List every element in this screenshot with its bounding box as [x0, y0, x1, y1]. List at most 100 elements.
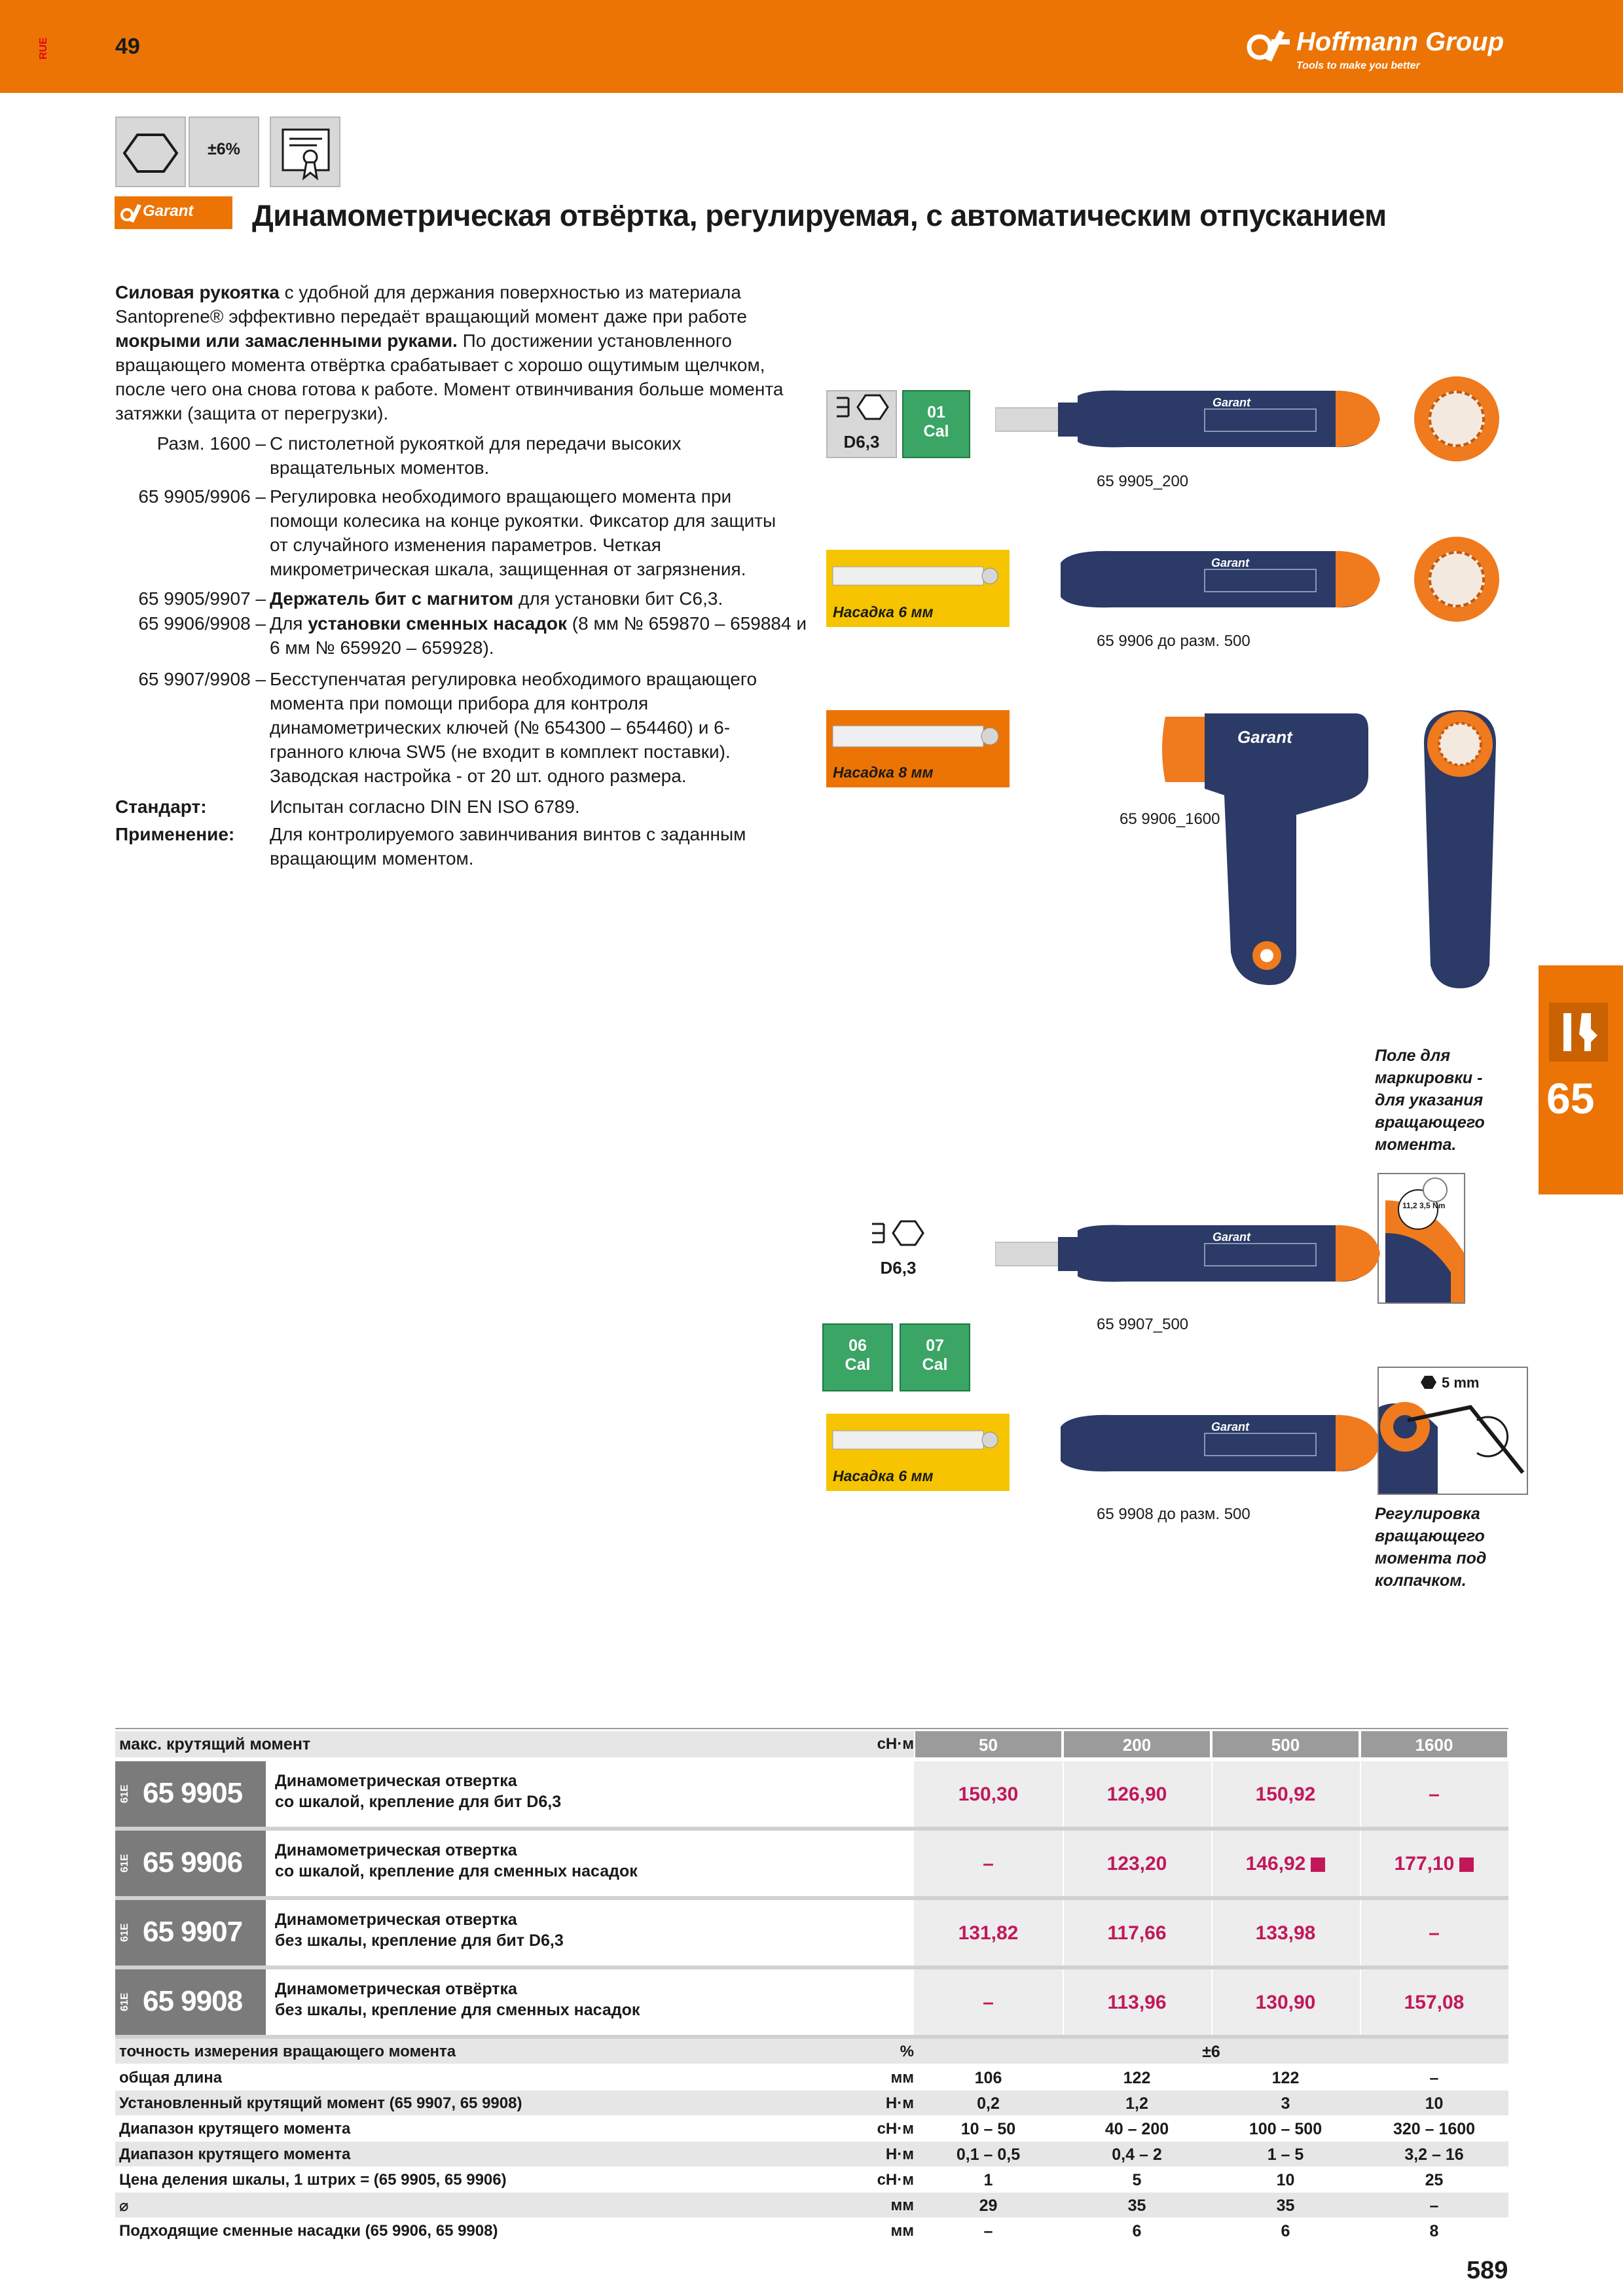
price-value: 133,98 [1255, 1922, 1316, 1944]
spec-value: 5 [1132, 2171, 1142, 2189]
calibration-txt: Cal [845, 1355, 871, 1374]
article-prefix: 61E [119, 1854, 130, 1873]
brand-slogan: Tools to make you better [1296, 60, 1420, 71]
article-desc-line2: со шкалой, крепление для бит D6,3 [275, 1793, 562, 1811]
spec-label: Подходящие сменные насадки (65 9906, 65 … [119, 2222, 498, 2240]
detail-rest: для установки бит С6,3. [513, 588, 723, 609]
hex-size-label: 5 mm [1442, 1374, 1479, 1391]
price-value: 150,92 [1255, 1784, 1316, 1805]
screwdriver-65-9906-1600-image: Garant [1162, 713, 1368, 985]
marking-field-icon: 11,2 3,5 Nm [1385, 1177, 1464, 1302]
figure-caption-1: 65 9905_200 [1097, 473, 1189, 490]
intro-bold-2: мокрыми или замасленными руками. [115, 331, 458, 351]
price-cell: – [914, 1992, 1063, 2014]
detail-text: Бесступенчатая регулировка необходимого … [270, 669, 757, 786]
spec-unit: мм [890, 2197, 914, 2214]
price-value: 177,10 [1394, 1853, 1455, 1874]
screwdriver-65-9907-image: Garant [995, 1225, 1380, 1282]
table-top-rule [115, 1728, 1508, 1729]
intro-paragraph: Силовая рукоятка с удобной для держания … [115, 280, 803, 425]
spec-label: Установленный крутящий момент (65 9907, … [119, 2094, 522, 2112]
handle-brand-label: Garant [1213, 396, 1251, 409]
spec-value: 10 – 50 [960, 2120, 1016, 2138]
spec-unit: cH·м [877, 2120, 914, 2138]
spec-row-bg [115, 2116, 1508, 2141]
spec-label: Диапазон крутящего момента [119, 2145, 351, 2163]
certificate-feature-icon [270, 117, 340, 187]
garant-logo-icon [120, 204, 141, 223]
bit-6mm-box-2: Насадка 6 мм [826, 1414, 1010, 1491]
size-header-bg [1064, 1731, 1210, 1757]
spec-value: 3 [1281, 2094, 1290, 2113]
size-header: 500 [1271, 1735, 1300, 1755]
column-divider [1063, 1969, 1064, 2035]
article-desc-line1: Динамометрическая отвертка [275, 1772, 517, 1790]
detail-label: 65 9907/9908 – [138, 669, 266, 689]
language-code: RUE [38, 37, 49, 60]
handle-brand-label: Garant [1211, 556, 1250, 569]
spec-row-bg [115, 2167, 1508, 2192]
standard-label: Стандарт: [115, 797, 207, 817]
spec-value: 100 – 500 [1249, 2120, 1322, 2138]
size-header-bg [1213, 1731, 1359, 1757]
screwdriver-65-9906-image: Garant [1061, 550, 1380, 608]
spec-value: 1 – 5 [1267, 2145, 1304, 2164]
spec-value: 320 – 1600 [1393, 2120, 1476, 2138]
article-code: 65 9906 [143, 1846, 243, 1878]
row-separator [115, 1827, 1508, 1831]
article-prefix: 61E [119, 1923, 130, 1943]
bit-6mm-label: Насадка 6 мм [833, 1467, 934, 1484]
intro-bold-1: Силовая рукоятка [115, 282, 280, 302]
catalog-number: 49 [115, 34, 140, 59]
garant-logo-text: Garant [143, 202, 194, 220]
calibration-tag-07: 07 Cal [900, 1323, 970, 1391]
hoffmann-logo-icon [1247, 30, 1290, 62]
certificate-icon [282, 128, 330, 181]
screwdriver-65-9908-image: Garant [1061, 1414, 1380, 1472]
spec-row-bg [115, 2218, 1508, 2243]
size-header-bg [915, 1731, 1061, 1757]
spec-value: 29 [979, 2197, 998, 2215]
screwdriver-65-9905-image: Garant [995, 390, 1380, 448]
table-head-unit: cH·м [877, 1735, 914, 1753]
detail-pre: Для [270, 613, 308, 634]
spec-row-bg [115, 2142, 1508, 2166]
spec-value: – [1429, 2197, 1439, 2215]
price-cell: 150,30 [914, 1784, 1063, 1806]
spec-unit: мм [890, 2069, 914, 2087]
spec-value: 0,1 – 0,5 [956, 2145, 1021, 2164]
article-code-cell [115, 1761, 266, 1827]
detail-bold: установки сменных насадок [308, 613, 568, 634]
detail-label: 65 9905/9906 – [138, 486, 266, 507]
calibration-num: 07 [926, 1336, 944, 1355]
hexagon-feature-icon [115, 117, 186, 187]
price-cell: – [1360, 1784, 1508, 1806]
row-separator [115, 1965, 1508, 1969]
spec-value-merged: ±6 [1202, 2043, 1220, 2061]
spec-row-bg [115, 2090, 1508, 2115]
adjust-wheel-2-image [1414, 537, 1499, 622]
price-cell: 157,08 [1360, 1992, 1508, 2014]
article-code: 65 9907 [143, 1916, 243, 1948]
bit-size-label: D6,3 [843, 432, 880, 452]
column-divider [1360, 1831, 1361, 1896]
wrench-icon [1563, 1013, 1597, 1051]
size-header: 1600 [1415, 1735, 1453, 1755]
price-cell: 123,20 [1063, 1853, 1211, 1875]
article-desc-line1: Динамометрическая отвёртка [275, 1980, 517, 1998]
price-value: – [983, 1992, 994, 2013]
price-cell: 126,90 [1063, 1784, 1211, 1806]
detail-label: Разм. 1600 – [156, 433, 266, 454]
row-separator [115, 2035, 1508, 2039]
article-desc-line2: со шкалой, крепление для сменных насадок [275, 1862, 638, 1880]
article-prefix: 61E [119, 1784, 130, 1804]
price-cell: 150,92 [1211, 1784, 1360, 1806]
bit-8mm-label: Насадка 8 мм [833, 764, 934, 781]
article-desc-line2: без шкалы, крепление для сменных насадок [275, 2001, 640, 2019]
article-code: 65 9905 [143, 1777, 243, 1809]
spec-label: общая длина [119, 2069, 223, 2087]
spec-unit: cH·м [877, 2171, 914, 2189]
price-cell: 146,92 [1211, 1853, 1360, 1875]
spec-value: 6 [1132, 2222, 1142, 2240]
adjustment-note: Регулировка вращающего момента под колпа… [1375, 1505, 1487, 1590]
